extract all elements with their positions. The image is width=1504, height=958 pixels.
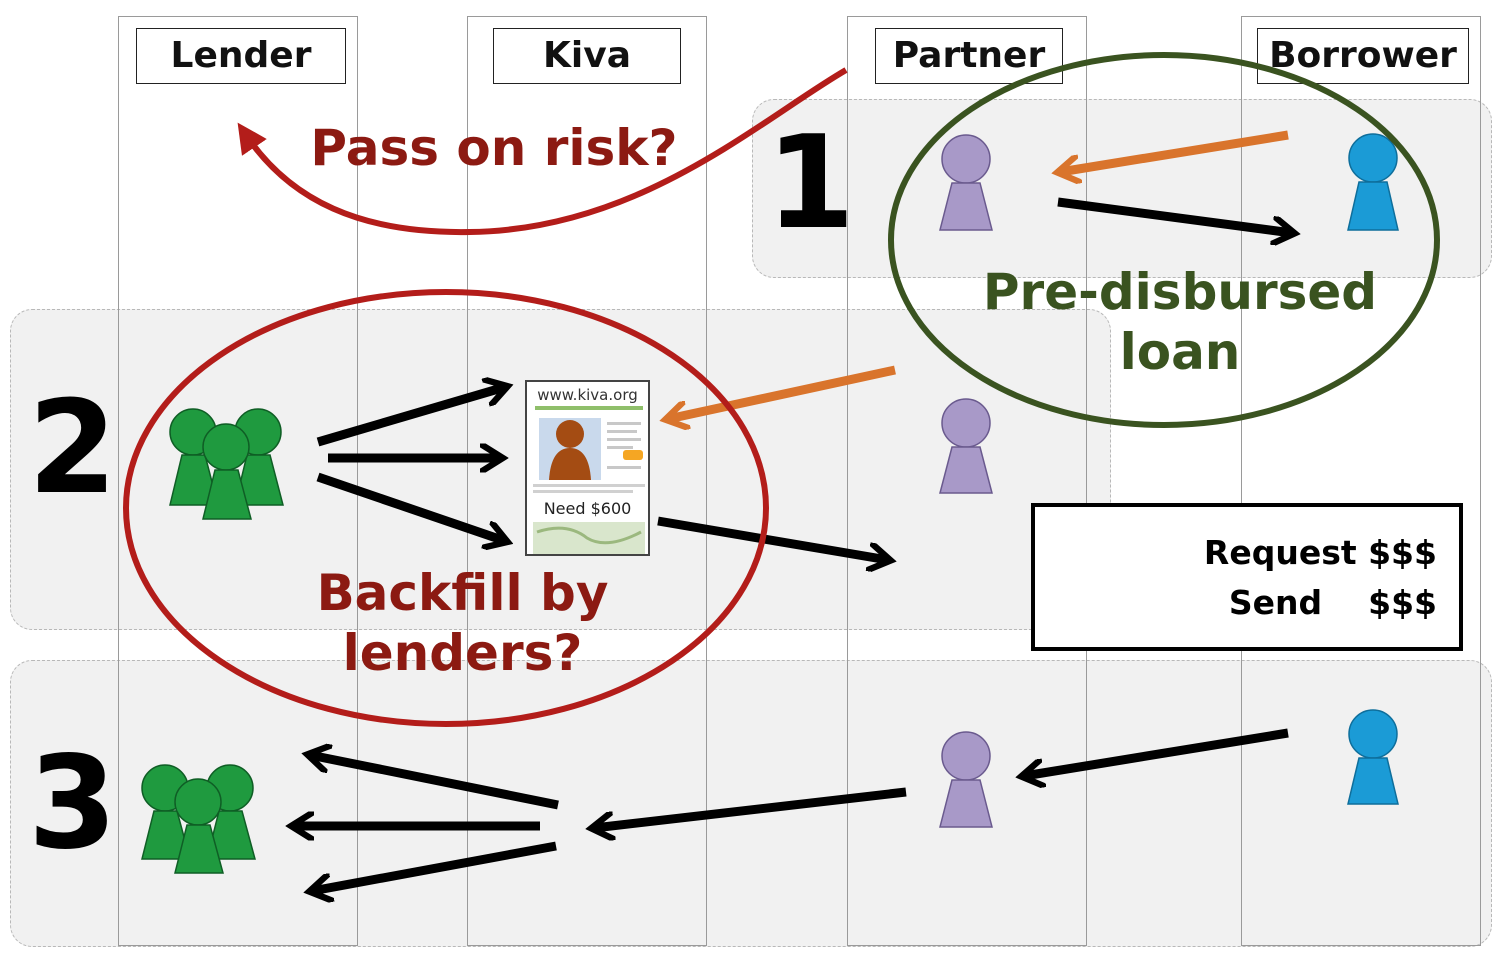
legend-send-label: Send $$$ [1228,583,1437,622]
send-arrow-kiva-to-lenders-top [310,755,559,810]
partner-person-icon [939,134,993,231]
lane-partner [847,16,1087,946]
kiva-card-person-head [556,420,584,448]
partner-person-icon [939,398,993,494]
lane-kiva [467,16,707,946]
lane-header-partner: Partner [875,28,1063,84]
step-number-1: 1 [766,109,856,258]
pass-on-risk-arrow [237,67,848,236]
pass-on-risk-label: Pass on risk? [310,119,678,177]
kiva-card-text-line [607,446,633,449]
kiva-card-need-amount: Need $600 [543,499,632,518]
kiva-card-graphics [533,406,645,554]
kiva-card-text-line [607,438,641,441]
legend: Request $$$ Send $$$ [1031,503,1463,651]
lender-group-icon [141,764,256,874]
request-arrow-borrower-to-partner [1060,130,1289,172]
kiva-card-text-line [607,430,637,433]
partner-person-icon [939,731,993,828]
step-number-2: 2 [28,374,118,523]
pre-disbursed-label: Pre-disbursed loan [982,263,1378,381]
send-arrow-partner-to-kiva [594,787,907,828]
lane-header-lender: Lender [136,28,346,84]
kiva-card-text-line [607,422,641,425]
lane-lender [118,16,358,946]
send-arrow-kiva-to-lenders-bottom [312,841,557,891]
borrower-person-icon [1347,709,1399,805]
kiva-card-text-line [607,466,641,469]
backfill-ellipse [123,289,769,727]
borrower-person-icon [1347,133,1399,231]
kiva-card-person-body [549,448,591,480]
pre-disbursed-ellipse [888,52,1440,428]
kiva-card-text-line [533,484,645,487]
kiva-card-map-road [536,526,642,545]
step-3-band [10,660,1492,947]
send-arrow-lenders-to-kiva-top [316,387,505,447]
kiva-card-text-line [533,490,633,493]
send-arrow-borrower-to-partner [1024,728,1289,776]
kiva-card-url: www.kiva.org [537,386,638,404]
backfill-label: Backfill by lenders? [316,564,609,682]
kiva-card-nav-bar [535,406,643,410]
step-number-3: 3 [28,729,118,878]
request-arrow-partner-to-kiva [668,365,896,419]
lender-group-icon [169,408,284,520]
lane-header-kiva: Kiva [493,28,681,84]
lane-borrower [1241,16,1481,946]
legend-request-label: Request $$$ [1203,533,1437,572]
send-arrow-partner-to-borrower [1057,197,1292,233]
kiva-profile-card: www.kiva.org Need $600 [525,380,650,556]
kiva-card-lend-button [623,450,643,460]
send-arrow-kiva-to-partner [657,516,888,560]
send-arrow-lenders-to-kiva-bottom [316,472,505,541]
